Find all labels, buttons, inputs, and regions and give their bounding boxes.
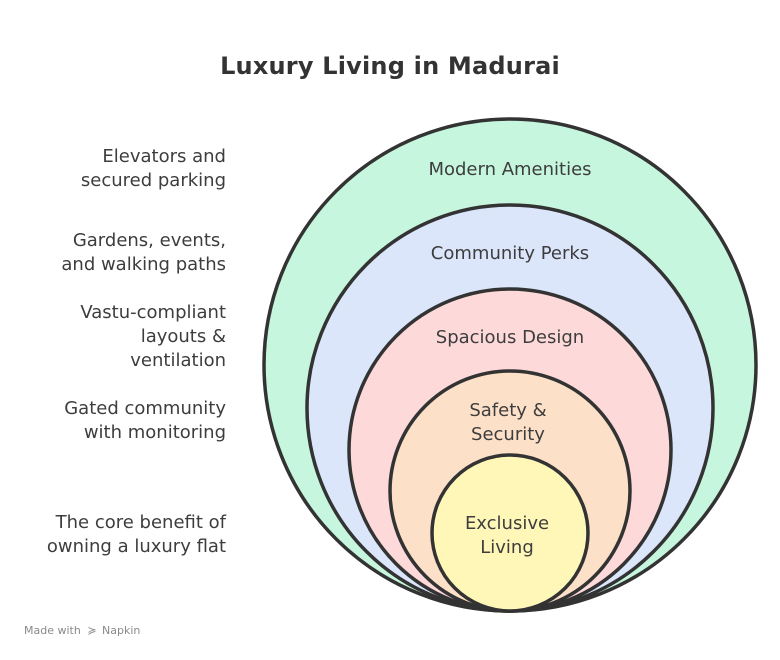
napkin-logo-icon: ≽	[87, 624, 97, 637]
ring-label-living: Living	[480, 537, 534, 558]
ring-exclusive-living	[430, 453, 590, 613]
ring-label-modern-amenities: Modern Amenities	[428, 159, 591, 180]
napkin-brand-text: Napkin	[102, 624, 141, 637]
spacious-design-description: Vastu-compliant layouts & ventilation	[80, 302, 226, 371]
page-title: Luxury Living in Madurai	[220, 52, 560, 80]
safety-security-description: Gated community with monitoring	[64, 398, 226, 443]
footer-made-with: Made with ≽ Napkin	[24, 624, 140, 637]
ring-label-community-perks: Community Perks	[431, 243, 589, 264]
ring-label-security: Security	[471, 424, 545, 445]
ring-label-exclusive: Exclusive	[465, 513, 549, 534]
community-perks-description: Gardens, events, and walking paths	[61, 230, 226, 275]
ring-label-safety: Safety &	[469, 400, 546, 421]
exclusive-living-description: The core benefit of owning a luxury flat	[46, 512, 226, 557]
modern-amenities-description: Elevators and secured parking	[80, 146, 226, 191]
ring-label-spacious-design: Spacious Design	[436, 327, 584, 348]
made-with-text: Made with	[24, 624, 81, 637]
